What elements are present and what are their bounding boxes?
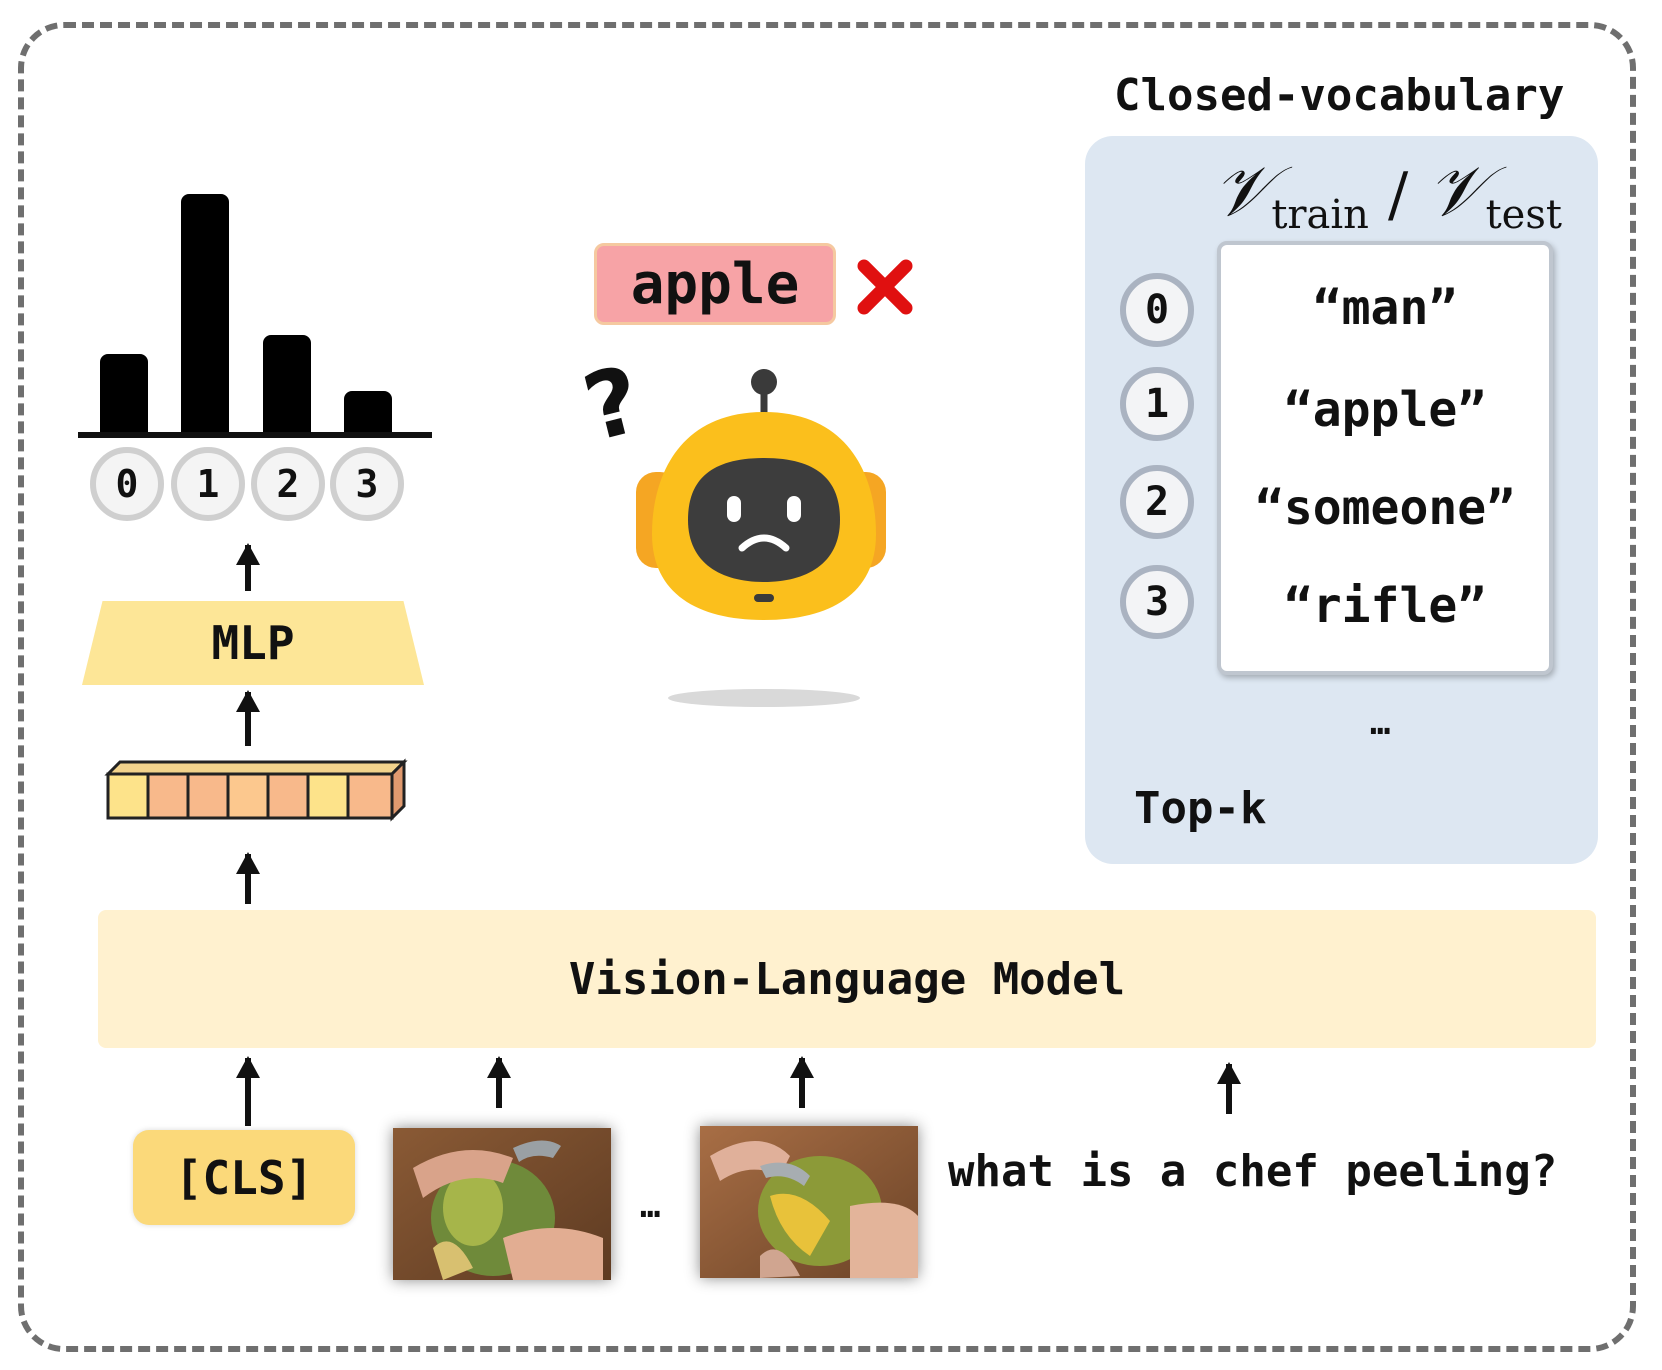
vocab-index-3: 3 bbox=[1120, 565, 1194, 639]
arrow-cls-to-vlm bbox=[236, 1056, 260, 1126]
video-frame-2 bbox=[700, 1126, 918, 1278]
vocab-index-2: 2 bbox=[1120, 465, 1194, 539]
question-text: what is a chef peeling? bbox=[948, 1146, 1558, 1197]
chart-baseline bbox=[78, 432, 432, 438]
frames-ellipsis: … bbox=[640, 1186, 661, 1226]
vocab-more-ellipsis: … bbox=[1370, 703, 1391, 743]
prediction-label: apple bbox=[594, 243, 836, 325]
vocab-word-2: “someone” bbox=[1254, 480, 1516, 536]
outer-frame bbox=[18, 22, 1636, 1352]
vocab-train-subscript: train bbox=[1271, 192, 1369, 238]
vocab-word-0: “man” bbox=[1312, 280, 1458, 336]
score-bar-0 bbox=[100, 354, 148, 434]
class-badge-2: 2 bbox=[251, 447, 325, 521]
score-bar-3 bbox=[344, 391, 392, 434]
arrow-mlp-to-chart bbox=[236, 543, 260, 591]
vocab-test-subscript: test bbox=[1485, 192, 1562, 238]
video-frame-1 bbox=[393, 1128, 611, 1280]
mlp-block: MLP bbox=[82, 601, 424, 685]
topk-label: Top-k bbox=[1134, 783, 1267, 834]
vocab-separator: / bbox=[1368, 160, 1428, 230]
vocab-index-0: 0 bbox=[1120, 273, 1194, 347]
score-bar-chart bbox=[78, 160, 432, 434]
vocab-list bbox=[1217, 241, 1553, 675]
arrow-vlm-to-feature bbox=[236, 852, 260, 904]
score-bar-2 bbox=[263, 335, 311, 434]
robot-icon bbox=[636, 369, 886, 707]
arrow-frame1-to-vlm bbox=[487, 1056, 511, 1108]
class-badge-1: 1 bbox=[171, 447, 245, 521]
arrow-feature-to-mlp bbox=[236, 690, 260, 746]
vocab-word-3: “rifle” bbox=[1283, 578, 1487, 634]
vision-language-model-block: Vision-Language Model bbox=[98, 910, 1596, 1048]
class-badge-3: 3 bbox=[330, 447, 404, 521]
cls-token: [CLS] bbox=[133, 1130, 355, 1225]
vocab-word-1: “apple” bbox=[1283, 382, 1487, 438]
question-mark-icon: ? bbox=[580, 356, 651, 452]
feature-vector-icon bbox=[104, 758, 408, 822]
arrow-frame2-to-vlm bbox=[790, 1056, 814, 1108]
score-bar-1 bbox=[181, 194, 229, 434]
vocab-title: Closed-vocabulary bbox=[1114, 70, 1565, 121]
vocab-set-label: 𝒱train / 𝒱test bbox=[1213, 150, 1562, 238]
vocab-index-1: 1 bbox=[1120, 367, 1194, 441]
class-badge-0: 0 bbox=[90, 447, 164, 521]
arrow-question-to-vlm bbox=[1217, 1062, 1241, 1114]
wrong-cross-icon bbox=[857, 259, 913, 315]
